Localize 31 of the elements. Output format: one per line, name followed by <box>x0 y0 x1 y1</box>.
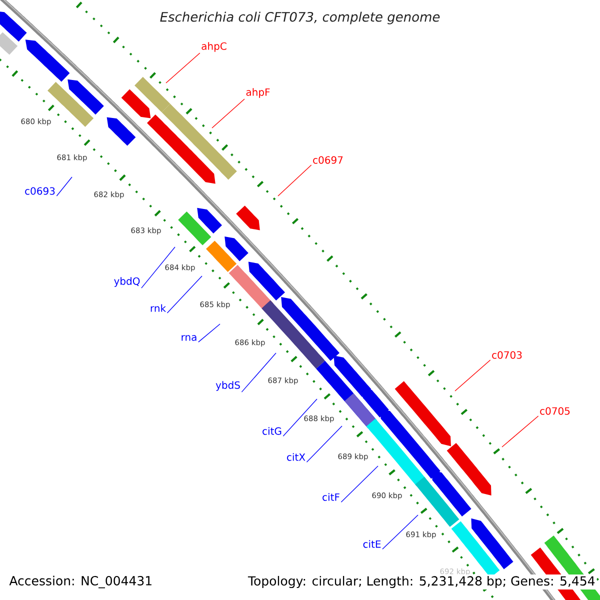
leader-line <box>241 352 276 392</box>
gene-label: ahpF <box>246 88 270 98</box>
leader-line <box>166 276 202 314</box>
leader-line <box>306 426 342 462</box>
gene-label: rna <box>182 335 196 341</box>
leader-line <box>282 398 318 436</box>
leader-line <box>278 164 312 196</box>
genome-info-text: Topology: circular; Length: 5,231,428 bp; Genes: 5,454 <box>246 574 597 590</box>
leader-line <box>141 246 176 288</box>
gene-label: c0705 <box>540 407 570 415</box>
gene-label: rnk <box>150 304 166 312</box>
leader-line <box>56 176 72 196</box>
leader-line <box>166 52 200 84</box>
gene-label: ahpC <box>202 42 226 52</box>
gene-label: ybdQ <box>114 277 140 287</box>
gene-label: c0703 <box>492 351 522 359</box>
leader-line <box>198 324 220 342</box>
gene-label: citG <box>262 427 282 435</box>
leader-line <box>382 514 418 550</box>
gene-label: citX <box>287 453 306 461</box>
accession-text: Accession: NC_004431 <box>9 576 152 588</box>
leader-line <box>454 360 491 392</box>
gene-label: c0693 <box>25 187 55 195</box>
gene-label: c0697 <box>313 156 343 164</box>
gene-label: ybdS <box>216 381 240 391</box>
map-title: Escherichia coli CFT073, complete genome <box>160 12 440 24</box>
leader-line <box>212 98 245 128</box>
leader-line <box>502 416 539 448</box>
leader-line <box>340 466 378 502</box>
gene-label: citE <box>363 540 381 548</box>
gene-label: citF <box>322 493 340 501</box>
